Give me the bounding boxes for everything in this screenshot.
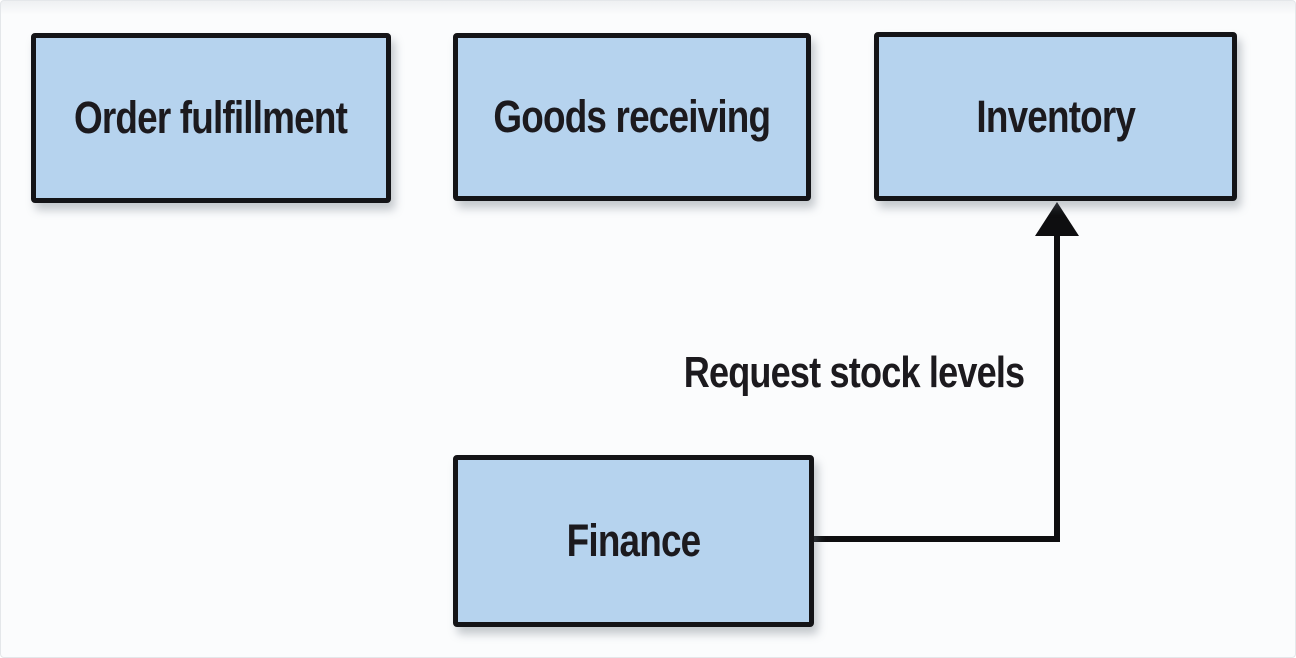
box-inventory-label: Inventory bbox=[976, 90, 1136, 142]
edge-label-request-stock-levels: Request stock levels bbox=[683, 348, 1025, 397]
box-order-fulfillment-label: Order fulfillment bbox=[74, 92, 348, 143]
box-order-fulfillment: Order fulfillment bbox=[31, 33, 391, 203]
box-goods-receiving: Goods receiving bbox=[453, 33, 811, 201]
box-goods-receiving-label: Goods receiving bbox=[493, 91, 772, 142]
arrowhead-icon bbox=[1035, 202, 1079, 236]
box-inventory: Inventory bbox=[874, 32, 1237, 201]
box-finance: Finance bbox=[453, 455, 814, 627]
box-finance-label: Finance bbox=[566, 515, 702, 566]
